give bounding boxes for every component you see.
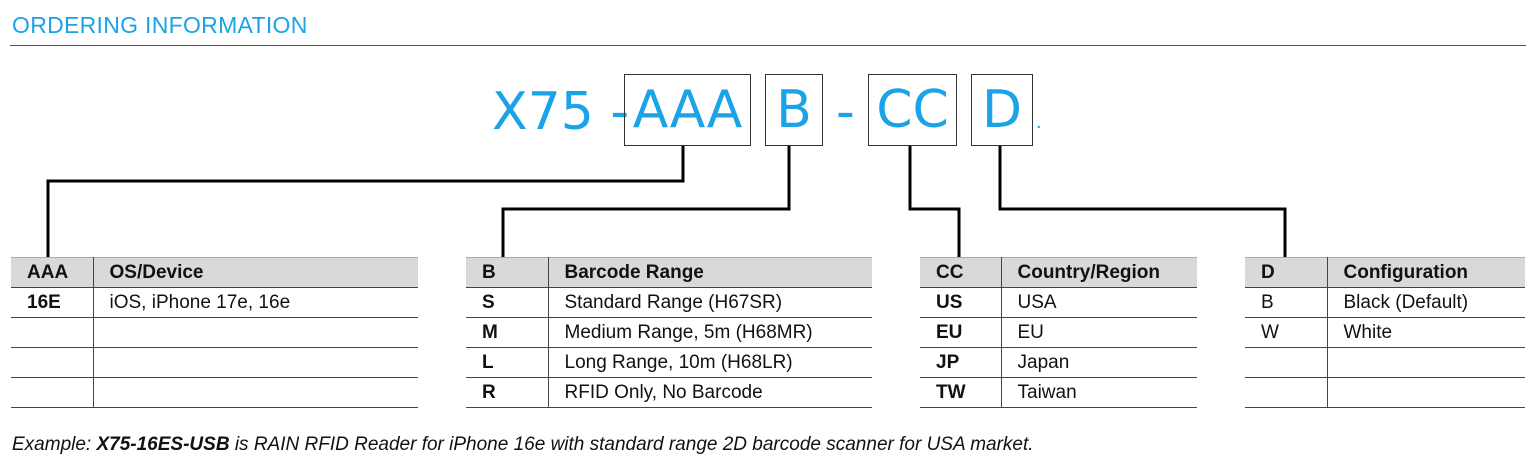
code-box-b: B: [765, 74, 823, 146]
table-row: [1245, 347, 1525, 378]
code-box-aaa: AAA: [624, 74, 751, 146]
code-cell: B: [1245, 287, 1328, 318]
table-aaa: AAA OS/Device 16E iOS, iPhone 17e, 16e: [11, 257, 418, 408]
description-cell: White: [1327, 317, 1525, 348]
column-header: CC: [920, 257, 1002, 288]
column-header: OS/Device: [93, 257, 418, 288]
code-cell: W: [1245, 317, 1328, 348]
code-cell: EU: [920, 317, 1002, 348]
table-row: 16E iOS, iPhone 17e, 16e: [11, 287, 418, 318]
connector-cc: [908, 146, 961, 258]
table-header-row: B Barcode Range: [466, 257, 872, 288]
part-dash: -: [836, 82, 855, 142]
table-row: R RFID Only, No Barcode: [466, 377, 872, 408]
code-box-cc: CC: [868, 74, 957, 146]
column-header: Barcode Range: [548, 257, 872, 288]
example-note: Example: X75-16ES-USB is RAIN RFID Reade…: [12, 434, 1034, 456]
table-row: [11, 377, 418, 408]
table-header-row: AAA OS/Device: [11, 257, 418, 288]
table-row: EU EU: [920, 317, 1197, 348]
part-trailing-dot: .: [1036, 111, 1042, 133]
description-cell: Black (Default): [1327, 287, 1525, 318]
code-cell: [1245, 377, 1328, 408]
table-row: S Standard Range (H67SR): [466, 287, 872, 318]
table-row: M Medium Range, 5m (H68MR): [466, 317, 872, 348]
code-cell: JP: [920, 347, 1002, 378]
table-row: B Black (Default): [1245, 287, 1525, 318]
code-cell: L: [466, 347, 549, 378]
table-header-row: CC Country/Region: [920, 257, 1197, 288]
heading-divider: [10, 45, 1526, 46]
table-row: JP Japan: [920, 347, 1197, 378]
description-cell: [1327, 347, 1525, 378]
code-cell: [1245, 347, 1328, 378]
table-d: D Configuration B Black (Default) W Whit…: [1245, 257, 1525, 408]
example-suffix: is RAIN RFID Reader for iPhone 16e with …: [229, 434, 1034, 455]
code-cell: [11, 377, 94, 408]
code-cell: [11, 347, 94, 378]
description-cell: USA: [1001, 287, 1197, 318]
description-cell: Standard Range (H67SR): [548, 287, 872, 318]
column-header: B: [466, 257, 549, 288]
table-row: [11, 347, 418, 378]
code-cell: M: [466, 317, 549, 348]
description-cell: iOS, iPhone 17e, 16e: [93, 287, 418, 318]
table-cc: CC Country/Region US USA EU EU JP Japan …: [920, 257, 1197, 408]
example-prefix: Example:: [12, 434, 97, 455]
description-cell: Medium Range, 5m (H68MR): [548, 317, 872, 348]
description-cell: Taiwan: [1001, 377, 1197, 408]
description-cell: RFID Only, No Barcode: [548, 377, 872, 408]
table-row: [11, 317, 418, 348]
code-cell: US: [920, 287, 1002, 318]
part-prefix: X75 -: [492, 82, 630, 142]
description-cell: Japan: [1001, 347, 1197, 378]
table-row: [1245, 377, 1525, 408]
connector-aaa: [46, 146, 685, 258]
table-row: TW Taiwan: [920, 377, 1197, 408]
column-header: Country/Region: [1001, 257, 1197, 288]
description-cell: [93, 317, 418, 348]
code-cell: 16E: [11, 287, 94, 318]
code-cell: TW: [920, 377, 1002, 408]
table-row: US USA: [920, 287, 1197, 318]
connector-b: [501, 146, 791, 258]
column-header: D: [1245, 257, 1328, 288]
table-header-row: D Configuration: [1245, 257, 1525, 288]
table-row: W White: [1245, 317, 1525, 348]
description-cell: [93, 377, 418, 408]
connector-d: [998, 146, 1287, 258]
column-header: Configuration: [1327, 257, 1525, 288]
description-cell: EU: [1001, 317, 1197, 348]
code-cell: R: [466, 377, 549, 408]
code-cell: [11, 317, 94, 348]
code-box-d: D: [971, 74, 1033, 146]
description-cell: [93, 347, 418, 378]
column-header: AAA: [11, 257, 94, 288]
code-cell: S: [466, 287, 549, 318]
table-b: B Barcode Range S Standard Range (H67SR)…: [466, 257, 872, 408]
description-cell: Long Range, 10m (H68LR): [548, 347, 872, 378]
description-cell: [1327, 377, 1525, 408]
table-row: L Long Range, 10m (H68LR): [466, 347, 872, 378]
section-heading: ORDERING INFORMATION: [12, 12, 308, 38]
example-code: X75-16ES-USB: [96, 434, 230, 455]
